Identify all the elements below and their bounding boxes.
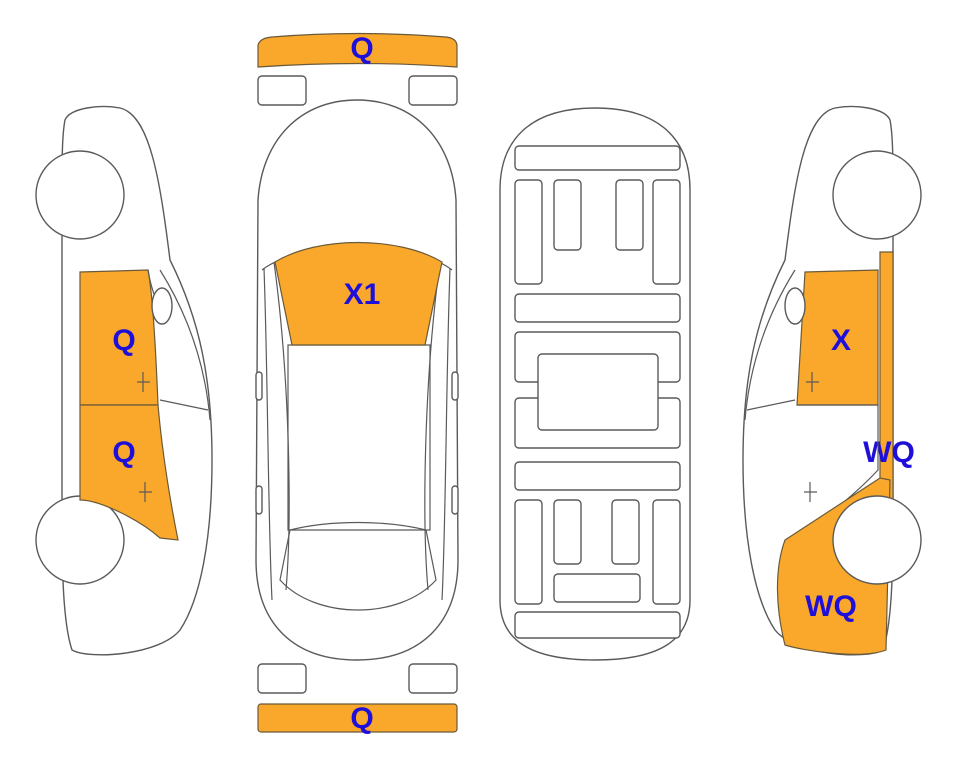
front-left-headlight [257,75,307,106]
right-rear-quarter-code: WQ [805,590,857,623]
rear-right-taillight [408,663,458,694]
left-rear-door[interactable]: Q [79,404,179,541]
front-bumper-code: Q [350,32,373,65]
underbody-view [499,107,691,661]
left-front-door-code: Q [112,324,135,357]
left-rear-door-code: Q [112,436,135,469]
rear-left-taillight [257,663,307,694]
right-front-door-code: X [831,324,851,357]
windshield[interactable]: X1 [274,241,443,346]
front-bumper[interactable]: Q [257,32,458,68]
right-front-wheel [832,150,922,240]
right-rear-wheel [832,495,922,585]
front-right-headlight [408,75,458,106]
windshield-code: X1 [344,278,381,311]
left-rear-wheel [35,495,125,585]
top-view-car [255,99,459,661]
left-front-wheel [35,150,125,240]
rear-bumper[interactable]: Q [257,702,458,735]
right-pillar-code: WQ [863,436,915,469]
rear-bumper-code: Q [350,702,373,735]
